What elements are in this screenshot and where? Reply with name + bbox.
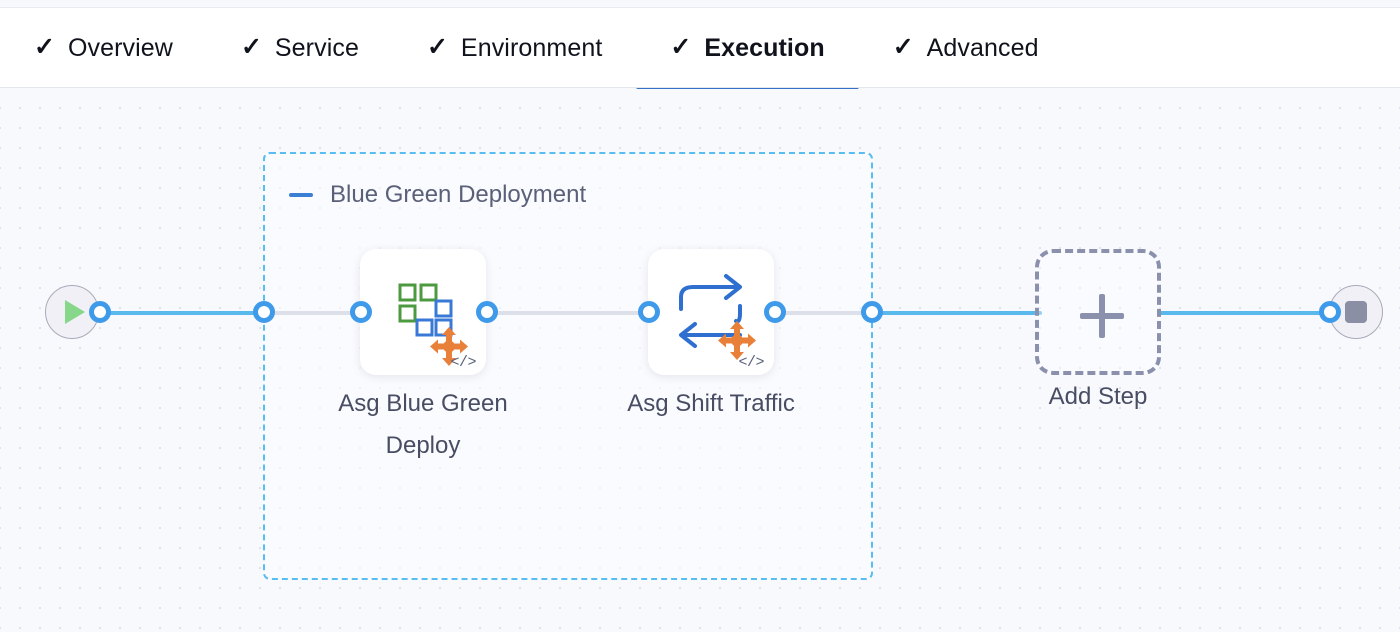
- code-badge-icon: </>: [738, 354, 764, 371]
- connector-addstep-to-end: [1158, 311, 1336, 315]
- tab-advanced[interactable]: ✓ Advanced: [859, 8, 1073, 88]
- top-strip: [0, 0, 1400, 7]
- check-icon: ✓: [34, 32, 55, 61]
- connector-ring-end-in[interactable]: [1319, 301, 1341, 323]
- tab-overview[interactable]: ✓ Overview: [0, 8, 207, 88]
- check-icon: ✓: [670, 32, 692, 61]
- group-header: Blue Green Deployment: [289, 181, 586, 209]
- play-icon: [65, 300, 85, 324]
- minus-icon[interactable]: [289, 193, 313, 197]
- add-step-label: Add Step: [1048, 383, 1148, 410]
- step-card[interactable]: </>: [360, 249, 486, 375]
- connector-ring-step2-out[interactable]: [764, 301, 786, 323]
- tab-execution-label: Execution: [704, 33, 825, 62]
- connector-ring-step2-in[interactable]: [638, 301, 660, 323]
- stage-group-blue-green-deployment[interactable]: Blue Green Deployment: [263, 152, 873, 580]
- asg-blue-green-deploy-icon: [398, 283, 468, 366]
- group-title: Blue Green Deployment: [330, 181, 587, 208]
- tab-list: ✓ Overview ✓ Service ✓ Environment ✓ Exe…: [0, 8, 1073, 92]
- wizard-tab-bar: ✓ Overview ✓ Service ✓ Environment ✓ Exe…: [0, 7, 1400, 92]
- connector-ring-start-out[interactable]: [89, 301, 111, 323]
- step-node-asg-blue-green-deploy[interactable]: </> Asg Blue Green Deploy: [338, 249, 508, 459]
- tab-environment[interactable]: ✓ Environment: [393, 8, 636, 88]
- add-step-node[interactable]: Add Step: [1035, 249, 1161, 410]
- asg-shift-traffic-icon: [679, 274, 756, 360]
- connector-ring-step1-out[interactable]: [476, 301, 498, 323]
- connector-ring-group-out[interactable]: [861, 301, 883, 323]
- step-label: Asg Blue Green Deploy: [338, 390, 508, 459]
- check-icon: ✓: [240, 32, 262, 61]
- tab-advanced-label: Advanced: [926, 33, 1039, 62]
- stop-icon: [1345, 301, 1367, 323]
- tab-service-label: Service: [274, 33, 359, 62]
- tab-service[interactable]: ✓ Service: [207, 8, 393, 88]
- step-label: Asg Shift Traffic: [627, 390, 795, 417]
- pipeline-end-node[interactable]: [1329, 285, 1383, 339]
- check-icon: ✓: [892, 32, 914, 61]
- check-icon: ✓: [426, 32, 448, 61]
- connector-group-to-addstep: [876, 311, 1042, 315]
- pipeline-canvas[interactable]: Blue Green Deployment: [0, 89, 1400, 632]
- plus-icon-vertical: [1099, 294, 1105, 338]
- code-badge-icon: </>: [450, 354, 476, 371]
- connector-ring-group-in[interactable]: [253, 301, 275, 323]
- step-card[interactable]: </>: [648, 249, 774, 375]
- connector-start-to-group: [100, 311, 275, 315]
- tab-environment-label: Environment: [460, 33, 603, 62]
- add-step-box[interactable]: [1035, 249, 1161, 375]
- step-node-asg-shift-traffic[interactable]: </> Asg Shift Traffic: [627, 249, 795, 417]
- tab-execution[interactable]: ✓ Execution: [636, 8, 859, 92]
- connector-ring-step1-in[interactable]: [350, 301, 372, 323]
- tab-overview-label: Overview: [67, 33, 173, 62]
